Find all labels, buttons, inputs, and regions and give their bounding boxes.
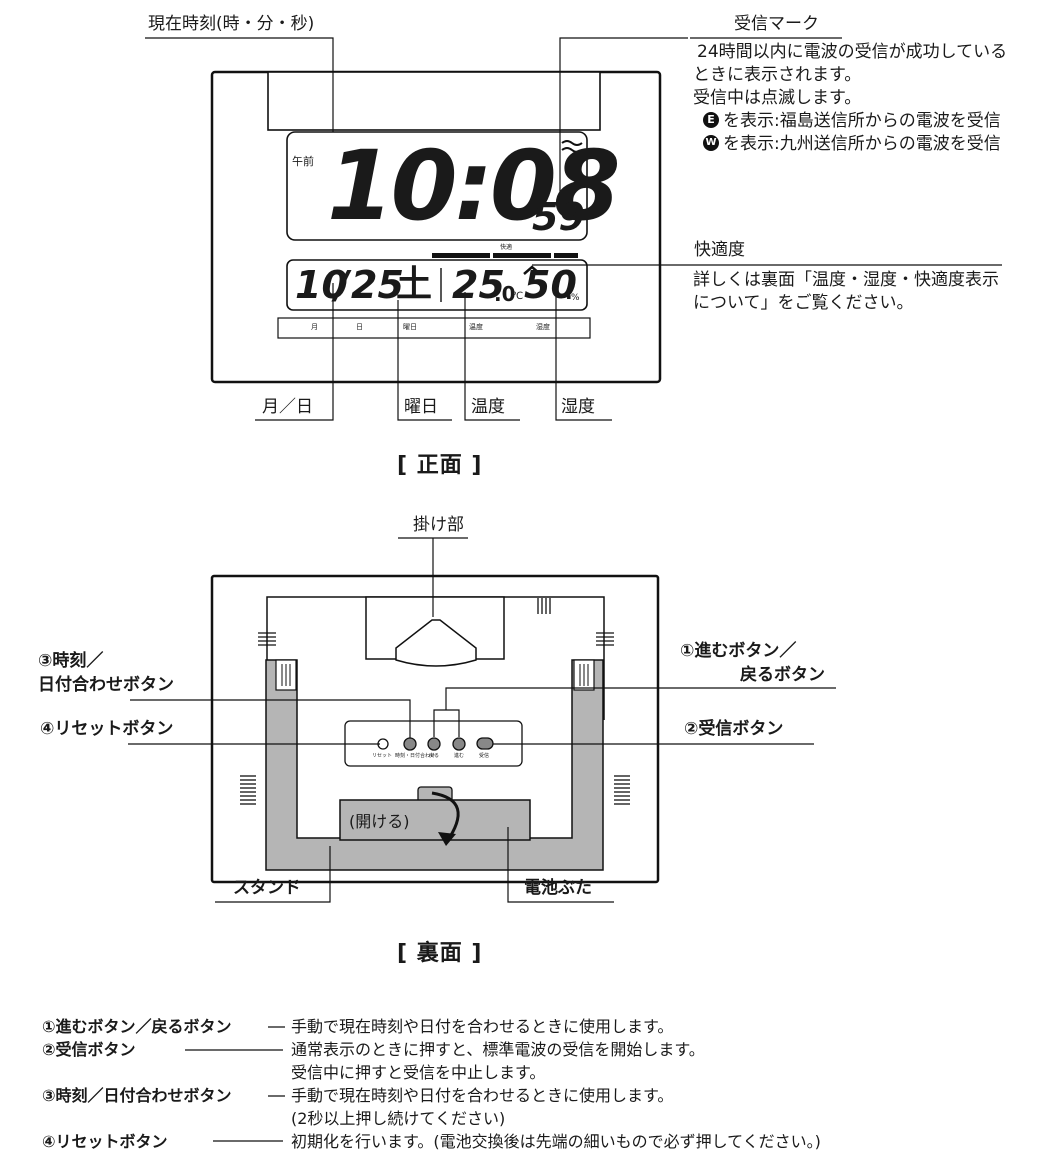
back-clock: [128, 537, 836, 903]
lcd-ampm: 午前: [292, 155, 314, 168]
reception-note-5: を表示:九州送信所からの電波を受信: [723, 134, 1001, 154]
label-open: (開ける): [349, 812, 410, 831]
forward-button[interactable]: [452, 737, 466, 751]
receive-button[interactable]: [476, 737, 494, 750]
label-humidity: 湿度: [561, 397, 595, 417]
label-time-date-btn-2: 日付合わせボタン: [38, 675, 174, 695]
lcd-temp-unit: ℃: [512, 291, 524, 302]
label-comfort: 快適度: [694, 240, 745, 260]
description-leaders: [185, 1026, 285, 1142]
stand[interactable]: [265, 659, 604, 871]
time-date-button[interactable]: [403, 737, 417, 751]
label-battery-cover: 電池ぶた: [524, 878, 592, 898]
reception-note-1: 24時間以内に電波の受信が成功している: [697, 42, 1008, 62]
label-weekday: 曜日: [404, 397, 438, 417]
strip-label-humidity: 湿度: [536, 323, 550, 331]
lcd-humidity-decimal: .: [565, 280, 573, 304]
desc-name-4: ④リセットボタン: [42, 1132, 168, 1151]
desc-name-2: ②受信ボタン: [42, 1040, 136, 1059]
strip-label-weekday: 曜日: [403, 323, 417, 331]
label-hook: 掛け部: [413, 515, 464, 535]
reception-note-2: ときに表示されます。: [693, 65, 862, 85]
comfort-arrow-icon: [523, 265, 541, 275]
desc-name-1: ①進むボタン／戻るボタン: [42, 1017, 232, 1036]
lcd-temp: 25: [452, 263, 505, 307]
label-temperature: 温度: [471, 397, 505, 417]
desc-line-2b: 受信中に押すと受信を中止します。: [291, 1063, 546, 1082]
label-receive-btn: ②受信ボタン: [684, 719, 784, 739]
btn-label-forward: 進む: [454, 753, 465, 759]
strip-label-temp: 温度: [469, 323, 483, 331]
label-stand: スタンド: [233, 878, 301, 898]
comfort-note-1: 詳しくは裏面「温度・湿度・快適度表示: [693, 270, 999, 290]
e-badge-icon: E: [703, 112, 719, 128]
lcd-humidity: 50: [524, 263, 577, 307]
back-button[interactable]: [427, 737, 441, 751]
strip-label-month: 月: [311, 323, 318, 331]
comfort-note-2: について」をご覧ください。: [693, 293, 914, 313]
w-badge-icon: W: [703, 135, 719, 151]
lcd-slash: /: [335, 263, 349, 307]
desc-line-1a: 手動で現在時刻や日付を合わせるときに使用します。: [291, 1017, 674, 1036]
lcd-time: 10:08: [327, 130, 621, 242]
label-reception-mark: 受信マーク: [734, 14, 819, 34]
lcd-weekday: 土: [396, 264, 433, 305]
desc-line-3b: (2秒以上押し続けてください): [291, 1109, 506, 1128]
btn-label-back: 戻る: [429, 753, 440, 759]
btn-label-reset: リセット: [372, 753, 393, 759]
desc-line-4a: 初期化を行います。(電池交換後は先端の細いもので必ず押してください。): [291, 1132, 821, 1151]
time-lcd: [286, 131, 588, 241]
back-title: [ 裏面 ]: [397, 941, 483, 966]
btn-label-receive: 受信: [479, 753, 490, 759]
lcd-comfort-small: 快適: [500, 244, 513, 251]
lcd-seconds: 59: [532, 195, 585, 239]
lcd-temp-decimal: .0: [494, 282, 516, 306]
label-time-date-btn-1: ③時刻／: [38, 651, 104, 671]
reception-note-4: を表示:福島送信所からの電波を受信: [723, 111, 1001, 131]
desc-name-3: ③時刻／日付合わせボタン: [42, 1086, 232, 1105]
front-title: [ 正面 ]: [397, 453, 483, 478]
e-mark-icon: [572, 154, 584, 166]
front-clock: E: [145, 37, 1002, 421]
reception-note-3: 受信中は点滅します。: [693, 88, 862, 108]
desc-line-3a: 手動で現在時刻や日付を合わせるときに使用します。: [291, 1086, 674, 1105]
label-reset-btn: ④リセットボタン: [40, 719, 174, 739]
battery-cover[interactable]: [339, 799, 531, 841]
lcd-date-day: 25: [351, 263, 404, 307]
btn-label-time-date: 時刻・日付合わせ: [395, 753, 436, 759]
desc-line-2a: 通常表示のときに押すと、標準電波の受信を開始します。: [291, 1040, 705, 1059]
label-current-time: 現在時刻(時・分・秒): [148, 14, 315, 34]
lcd-date-month: 10: [295, 263, 348, 307]
svg-text:E: E: [575, 157, 581, 167]
strip-label-day: 日: [356, 323, 363, 331]
label-fwd-back-btn-2: 戻るボタン: [740, 665, 825, 685]
lcd-humidity-unit: %: [571, 293, 580, 303]
label-fwd-back-btn-1: ①進むボタン／: [680, 641, 797, 661]
signal-wave-icon: [561, 140, 583, 146]
label-month-day: 月／日: [262, 397, 313, 417]
date-lcd: [286, 259, 588, 311]
